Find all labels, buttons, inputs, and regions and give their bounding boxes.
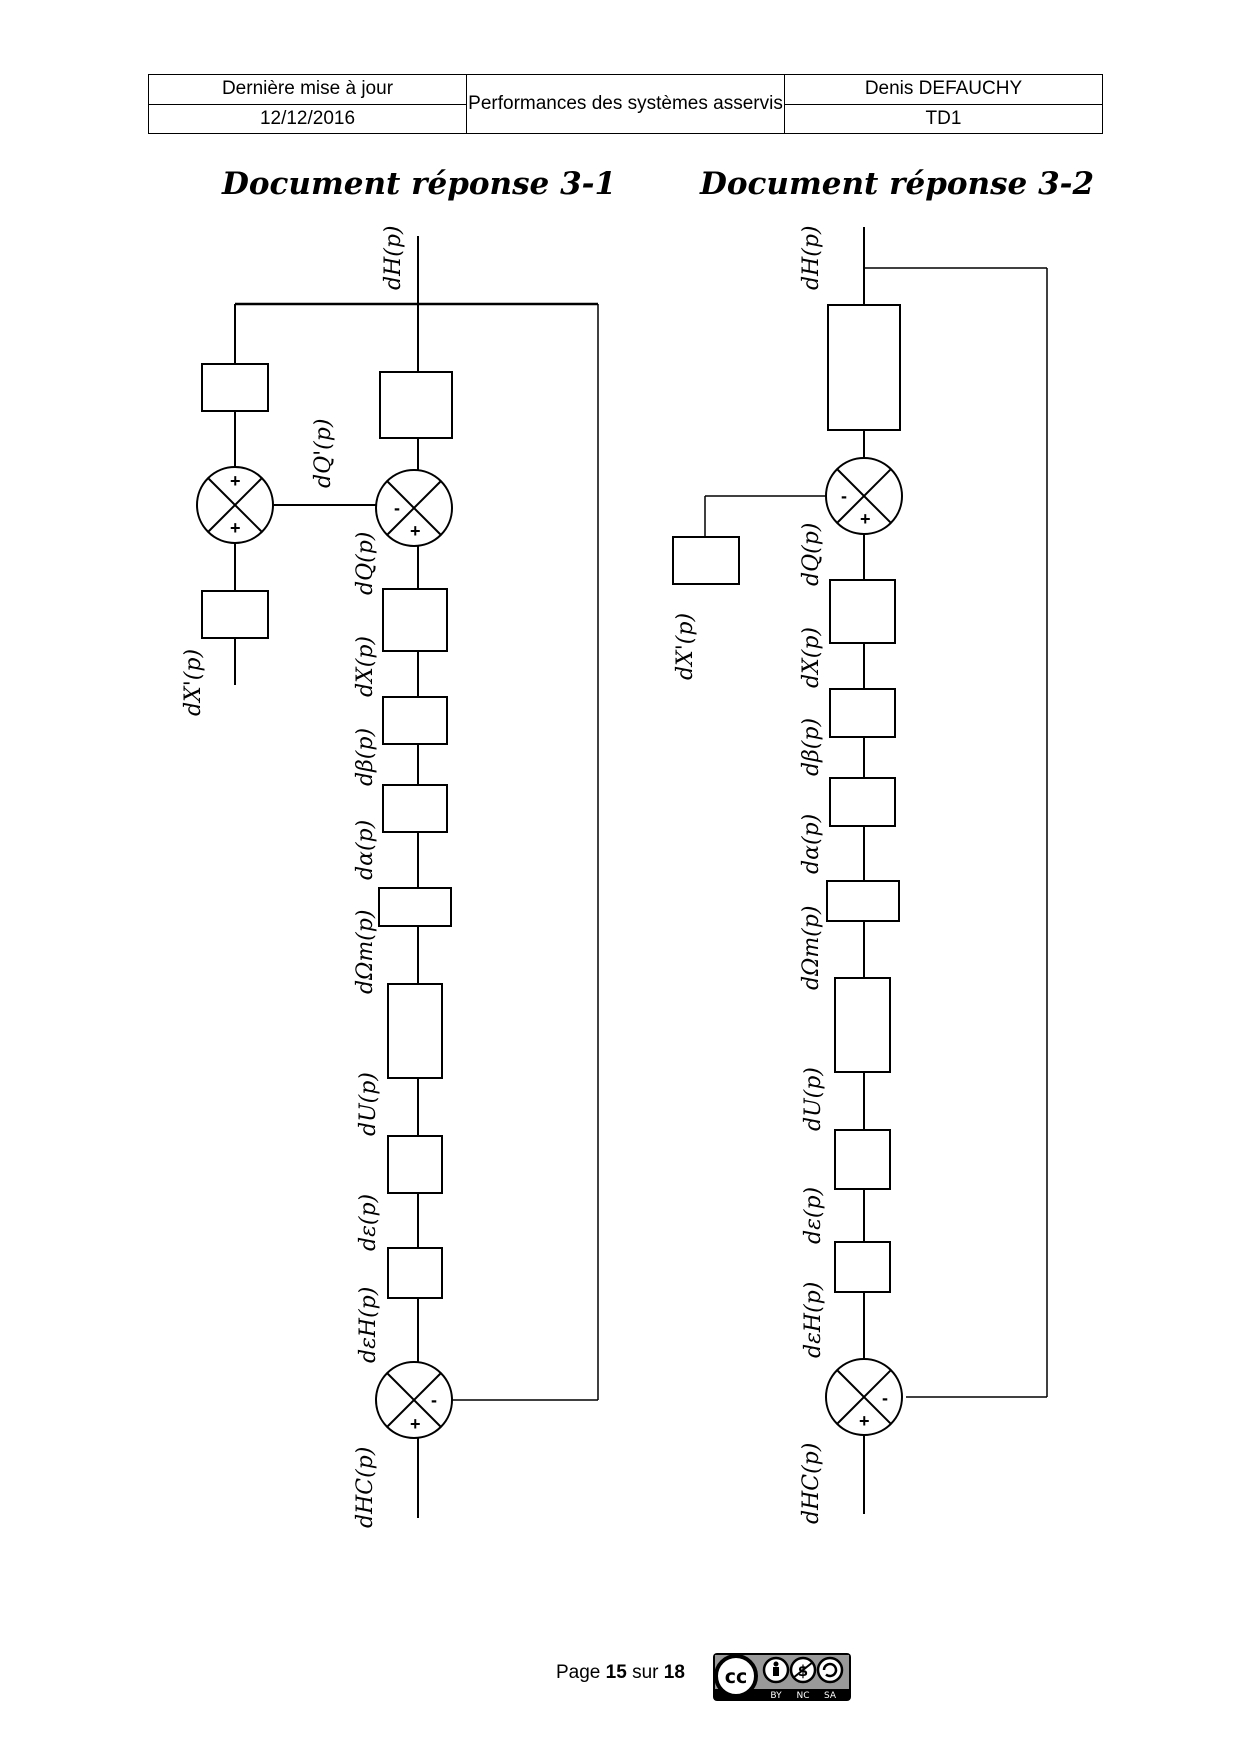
block-main-6 xyxy=(387,983,443,1079)
label-dXprime: dX'(p) xyxy=(181,649,206,716)
page-current: 15 xyxy=(605,1662,627,1683)
label-dQ: dQ(p) xyxy=(353,532,378,595)
block-main-4 xyxy=(382,784,448,833)
updated-date: 12/12/2016 xyxy=(148,103,467,134)
label-dQprime: dQ'(p) xyxy=(311,419,336,488)
sign-bot-bottom: + xyxy=(410,1414,421,1434)
summer-left xyxy=(196,466,274,544)
block2-main-7 xyxy=(834,1129,891,1190)
label-dOmega: dΩm(p) xyxy=(353,910,378,994)
block-left-top xyxy=(201,363,269,412)
label2-dU: dU(p) xyxy=(801,1067,826,1131)
label2-dEps: dε(p) xyxy=(801,1187,826,1244)
block2-main-6 xyxy=(834,977,891,1073)
sign2-top-left: - xyxy=(841,486,847,506)
label-dBeta: dβ(p) xyxy=(353,728,378,786)
cc-term-sa: SA xyxy=(824,1691,837,1701)
block2-main-5 xyxy=(826,880,900,922)
page-number: Page 15 sur 18 xyxy=(556,1662,685,1684)
document-title-3-1: Document réponse 3-1 xyxy=(222,166,617,202)
page-total: 18 xyxy=(663,1662,685,1683)
label2-dEpsH: dεH(p) xyxy=(801,1282,826,1358)
block2-main-4 xyxy=(829,777,896,827)
diagram-3-1 xyxy=(196,236,599,1518)
doc-id: TD1 xyxy=(784,103,1103,134)
updated-label: Dernière mise à jour xyxy=(148,74,467,105)
block-main-2 xyxy=(382,588,448,652)
label2-dAlpha: dα(p) xyxy=(799,814,824,874)
sign2-bot-bottom: + xyxy=(859,1411,870,1431)
sign-bot-right: - xyxy=(431,1390,437,1410)
sign-left-bottom: + xyxy=(230,518,241,538)
sign2-top-bottom: + xyxy=(860,509,871,529)
label2-dXprime: dX'(p) xyxy=(673,613,698,680)
page-sep: sur xyxy=(632,1662,659,1683)
block2-main-2 xyxy=(829,579,896,644)
cc-term-by: BY xyxy=(770,1691,782,1701)
label2-dQ: dQ(p) xyxy=(799,523,824,586)
sign-mid-bottom: + xyxy=(410,521,421,541)
course-title: Performances des systèmes asservis xyxy=(466,74,785,134)
creative-commons-by-nc-sa-icon: cc $ BY NC SA xyxy=(713,1653,851,1701)
summer-bottom xyxy=(375,1361,453,1439)
cc-badge-text: cc xyxy=(725,1666,748,1688)
block-main-1 xyxy=(379,371,453,439)
label2-dX: dX(p) xyxy=(799,627,824,688)
label-dU: dU(p) xyxy=(356,1072,381,1136)
label-dEps: dε(p) xyxy=(356,1194,381,1251)
sign2-bot-right: - xyxy=(882,1388,888,1408)
label2-dH: dH(p) xyxy=(799,225,824,290)
summer2-bottom xyxy=(825,1358,903,1436)
block-main-8 xyxy=(387,1247,443,1299)
summer2-top xyxy=(825,457,903,535)
block2-main-3 xyxy=(829,688,896,738)
diagram-3-2 xyxy=(672,227,1048,1514)
sign-left-top: + xyxy=(230,471,241,491)
summer-middle xyxy=(375,469,453,547)
label-dX: dX(p) xyxy=(353,636,378,697)
label-dH: dH(p) xyxy=(381,225,406,290)
block-left-bottom xyxy=(201,590,269,639)
block-main-3 xyxy=(382,696,448,745)
block-main-7 xyxy=(387,1135,443,1194)
document-title-3-2: Document réponse 3-2 xyxy=(700,166,1095,202)
header-table: Dernière mise à jour Performances des sy… xyxy=(148,74,1103,134)
block-main-5 xyxy=(378,887,452,927)
author: Denis DEFAUCHY xyxy=(784,74,1103,105)
label2-dHc: dHC(p) xyxy=(799,1443,824,1524)
label2-dBeta: dβ(p) xyxy=(799,718,824,776)
sign-mid-left: - xyxy=(394,498,400,518)
label2-dOmega: dΩm(p) xyxy=(799,906,824,990)
block2-main-1 xyxy=(827,304,901,431)
page-prefix: Page xyxy=(556,1662,601,1683)
block2-main-8 xyxy=(834,1241,891,1293)
cc-term-nc: NC xyxy=(796,1691,809,1701)
label-dHc: dHC(p) xyxy=(353,1447,378,1528)
label-dEpsH: dεH(p) xyxy=(356,1287,381,1363)
block2-disturbance xyxy=(672,536,740,585)
label-dAlpha: dα(p) xyxy=(353,820,378,880)
